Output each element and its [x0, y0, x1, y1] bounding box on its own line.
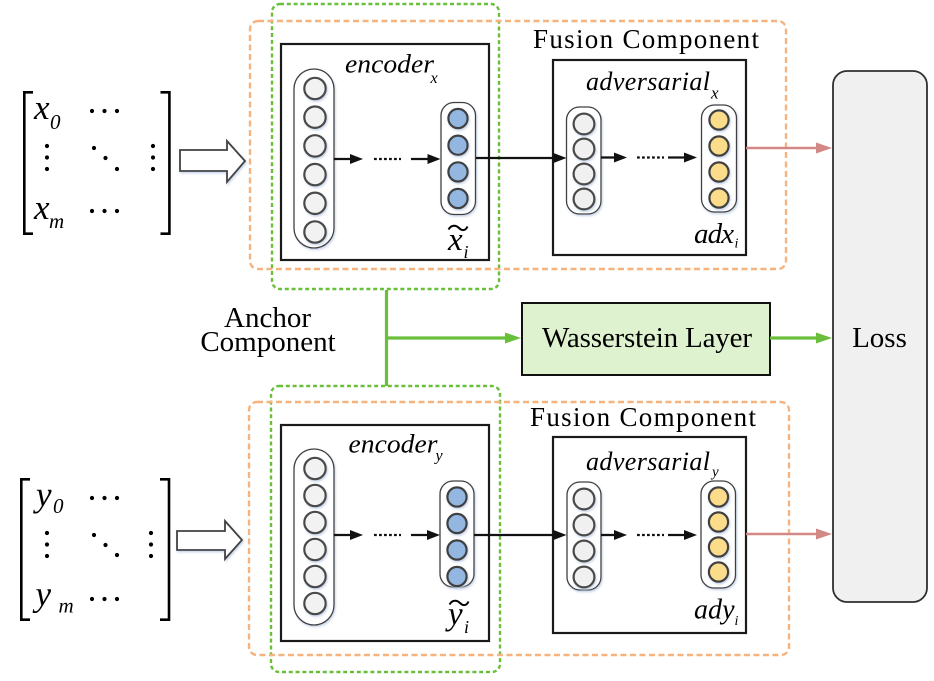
- svg-text:y: y: [33, 475, 52, 514]
- svg-text:i: i: [735, 237, 739, 252]
- svg-text:adx: adx: [694, 218, 734, 250]
- svg-text:x: x: [447, 222, 463, 258]
- svg-text:m: m: [59, 594, 74, 618]
- svg-text:Anchor: Anchor: [224, 302, 311, 334]
- svg-text:encoder: encoder: [349, 430, 439, 459]
- svg-text:Component: Component: [200, 326, 335, 358]
- svg-text:i: i: [464, 242, 469, 262]
- svg-text:0: 0: [50, 110, 61, 134]
- svg-text:y: y: [33, 575, 52, 614]
- svg-text:m: m: [49, 209, 64, 233]
- svg-text:x: x: [430, 70, 438, 87]
- svg-text:x: x: [710, 84, 719, 103]
- svg-text:Loss: Loss: [852, 322, 907, 354]
- svg-text:x: x: [33, 188, 50, 227]
- svg-text:encoder: encoder: [345, 50, 435, 79]
- svg-text:y: y: [445, 597, 463, 633]
- svg-text:y: y: [710, 465, 719, 481]
- svg-text:0: 0: [53, 494, 64, 518]
- svg-text:y: y: [434, 448, 444, 465]
- svg-text:Wasserstein Layer: Wasserstein Layer: [542, 322, 752, 354]
- svg-text:ady: ady: [694, 595, 735, 626]
- svg-text:Fusion Component: Fusion Component: [530, 402, 756, 432]
- svg-text:i: i: [735, 614, 739, 629]
- svg-text:Fusion Component: Fusion Component: [533, 24, 759, 54]
- svg-text:i: i: [464, 617, 469, 637]
- svg-text:adversarial: adversarial: [586, 67, 710, 96]
- svg-text:x: x: [33, 88, 50, 127]
- svg-text:adversarial: adversarial: [586, 447, 710, 476]
